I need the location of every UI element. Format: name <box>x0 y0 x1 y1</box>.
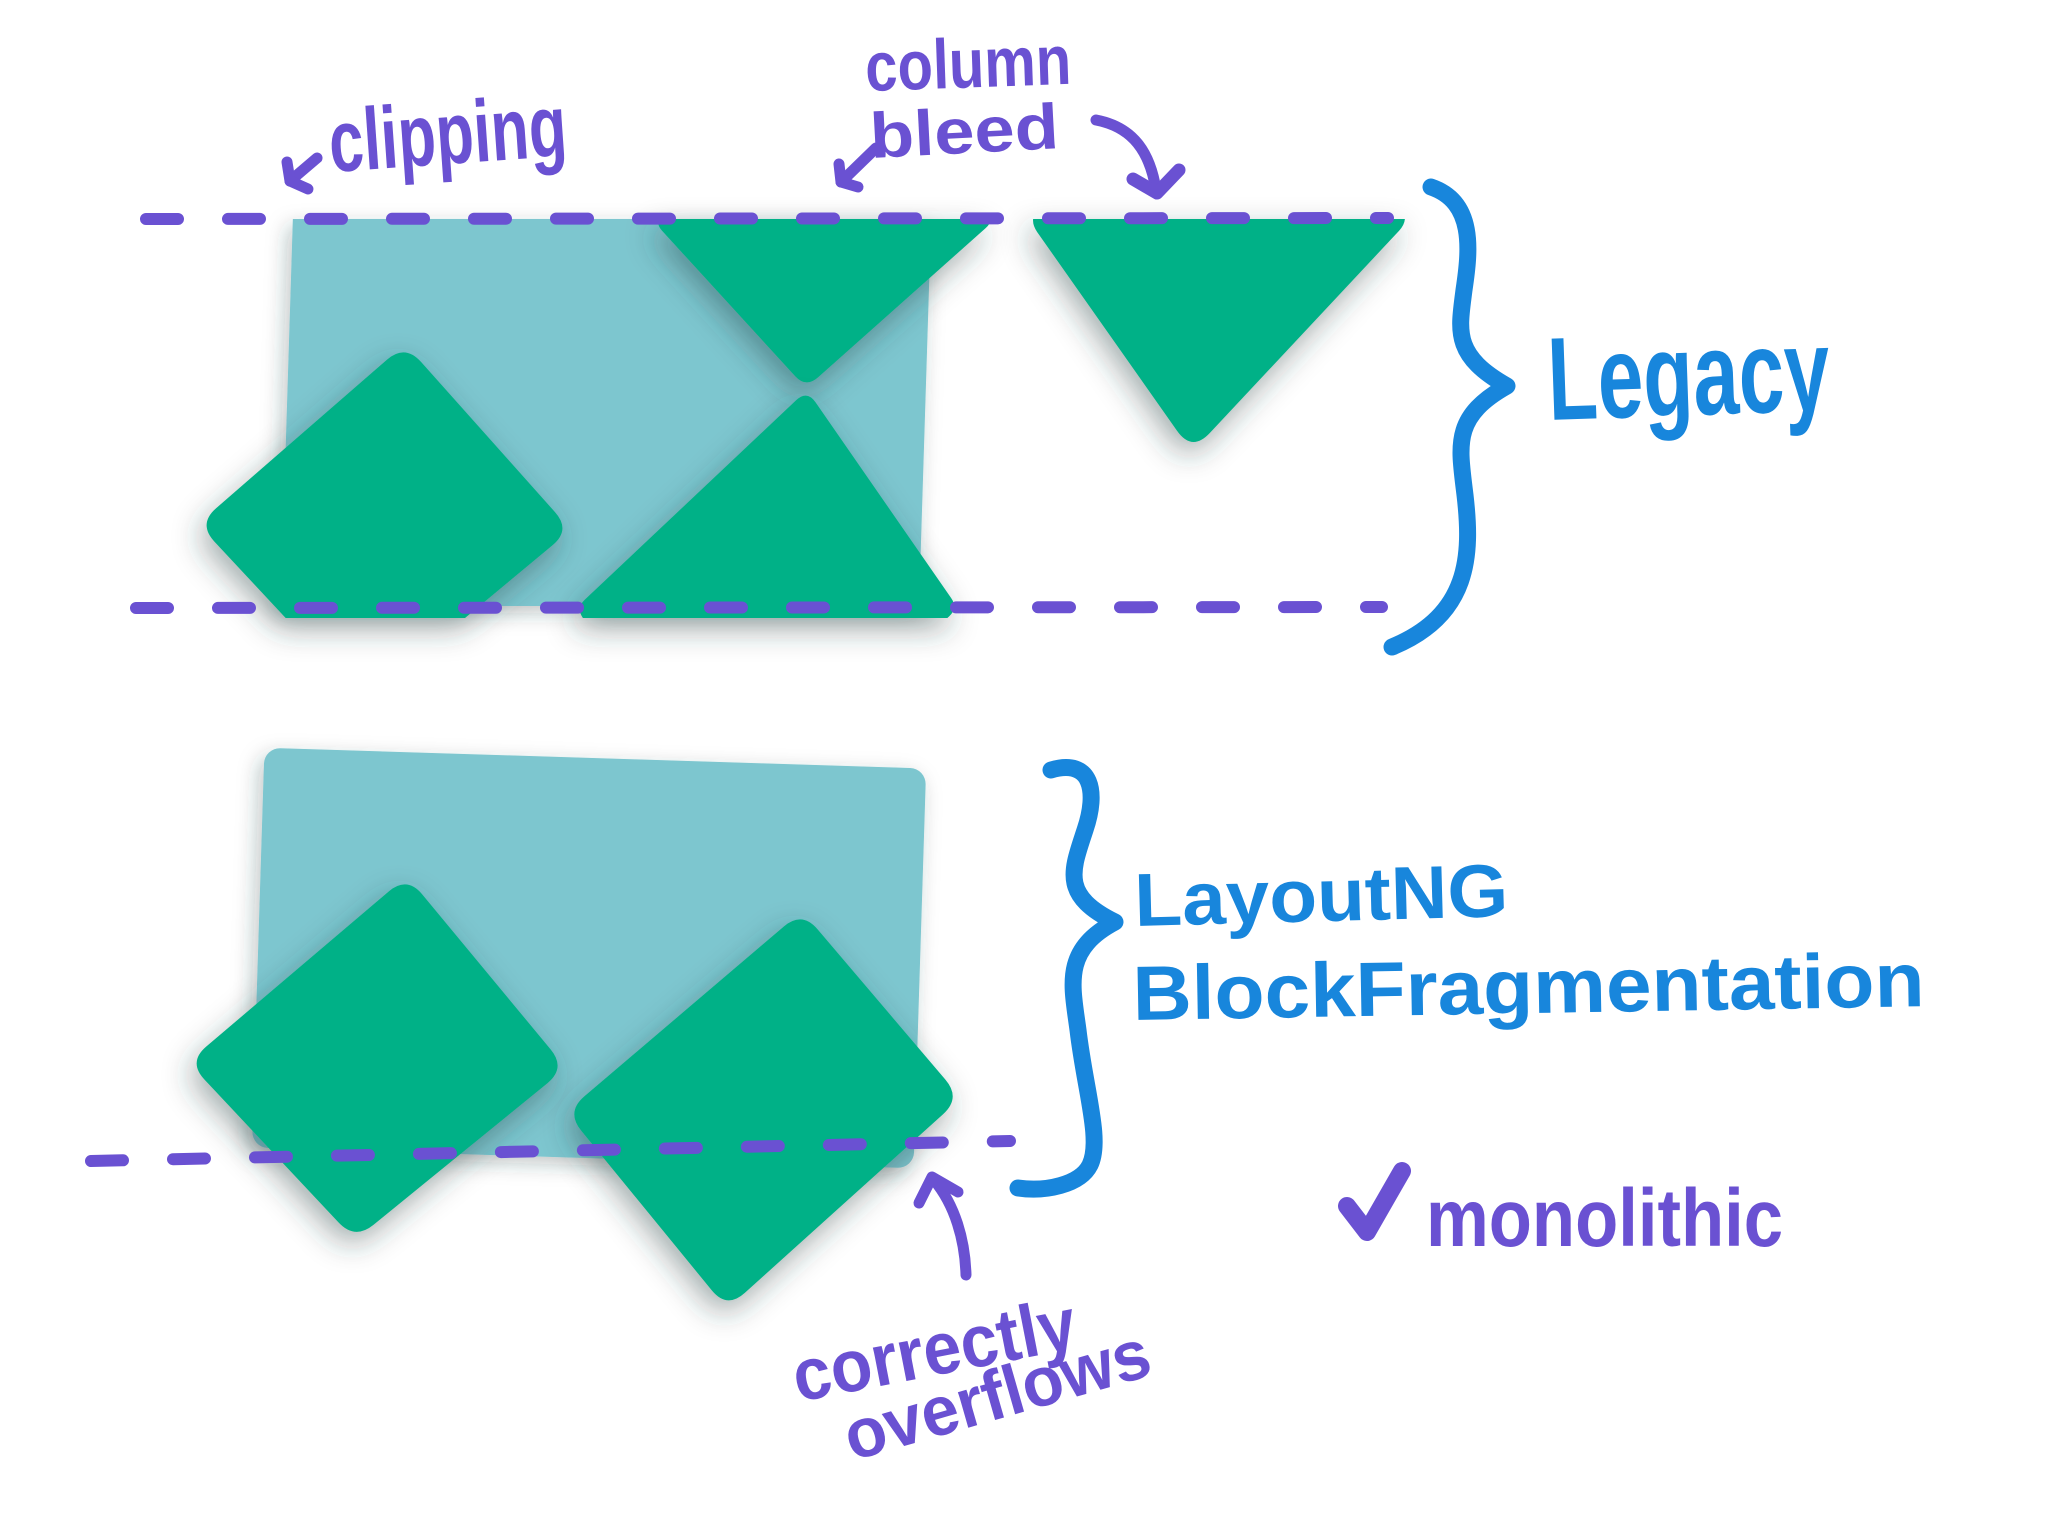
svg-text:LayoutNG: LayoutNG <box>1133 848 1509 942</box>
svg-text:bleed: bleed <box>868 90 1061 172</box>
svg-text:column: column <box>864 21 1073 106</box>
svg-text:BlockFragmentation: BlockFragmentation <box>1132 937 1925 1037</box>
svg-text:clipping: clipping <box>325 76 569 191</box>
svg-text:monolithic: monolithic <box>1426 1173 1783 1264</box>
svg-text:Legacy: Legacy <box>1545 304 1831 446</box>
